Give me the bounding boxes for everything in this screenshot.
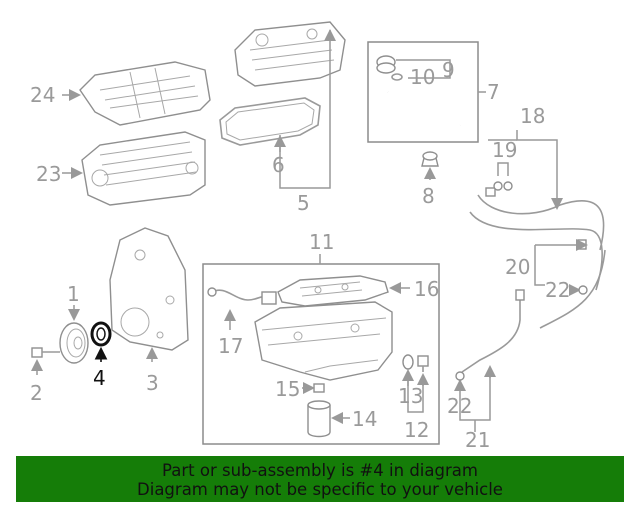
banner-line-1: Part or sub-assembly is #4 in diagram <box>162 461 478 480</box>
part-22-clip-upper <box>578 285 588 295</box>
leader-12-13 <box>407 378 424 413</box>
part-14-oil-filter <box>307 400 331 438</box>
callout-17: 17 <box>218 334 243 358</box>
callout-11: 11 <box>309 230 334 254</box>
callout-6: 6 <box>272 153 285 177</box>
part-1-damper <box>59 322 89 364</box>
callout-24: 24 <box>30 83 55 107</box>
part-24-engine-cover <box>79 61 211 126</box>
callout-1: 1 <box>67 282 80 306</box>
leader-9-10 <box>396 59 451 79</box>
callout-14: 14 <box>352 407 377 431</box>
callout-13: 13 <box>398 384 423 408</box>
callout-18: 18 <box>520 104 545 128</box>
callout-9: 9 <box>442 58 455 82</box>
part-19-clips <box>493 181 513 191</box>
part-16-tray <box>277 275 389 307</box>
callout-22-lower: 22 <box>447 394 472 418</box>
part-17-sensor <box>207 287 277 305</box>
callout-8: 8 <box>422 184 435 208</box>
oil-pan <box>254 301 393 381</box>
callout-16: 16 <box>414 277 439 301</box>
part-3-timing-cover <box>109 227 189 351</box>
part-15-drain-plug <box>313 383 325 393</box>
part-2-bolt <box>31 347 60 358</box>
part-21-dipstick <box>461 289 525 373</box>
parts-diagram: 24 23 6 5 9 10 7 <box>30 21 606 452</box>
callout-3: 3 <box>146 371 159 395</box>
callout-4: 4 <box>93 366 106 390</box>
part-22-clip-lower <box>455 371 465 381</box>
info-banner: Part or sub-assembly is #4 in diagram Di… <box>16 456 624 502</box>
part-8-plug <box>421 151 439 167</box>
callout-7: 7 <box>487 80 500 104</box>
callout-15: 15 <box>275 377 300 401</box>
part-4-crankshaft-seal <box>90 321 112 347</box>
callout-22-upper: 22 <box>545 278 570 302</box>
banner-line-2: Diagram may not be specific to your vehi… <box>137 480 503 499</box>
part-10-seal <box>391 73 403 81</box>
callout-19: 19 <box>492 138 517 162</box>
part-23-intake-manifold <box>81 131 206 206</box>
callout-10: 10 <box>410 65 435 89</box>
callout-12: 12 <box>404 418 429 442</box>
part-13-washer <box>402 354 414 370</box>
callout-21: 21 <box>465 428 490 452</box>
callout-2: 2 <box>30 381 43 405</box>
part-6-gasket <box>219 97 321 146</box>
leader-19 <box>497 162 509 176</box>
part-7-pcv-hose <box>386 90 463 126</box>
callout-5: 5 <box>297 191 310 215</box>
part-9-oil-cap <box>376 55 396 74</box>
part-5-valve-cover <box>234 21 346 87</box>
leader-5-6 <box>279 30 331 189</box>
part-12-bolt <box>417 355 429 372</box>
callout-20: 20 <box>505 255 530 279</box>
callout-23: 23 <box>36 162 61 186</box>
part-18-harness <box>469 187 606 329</box>
leader-18 <box>516 130 558 205</box>
